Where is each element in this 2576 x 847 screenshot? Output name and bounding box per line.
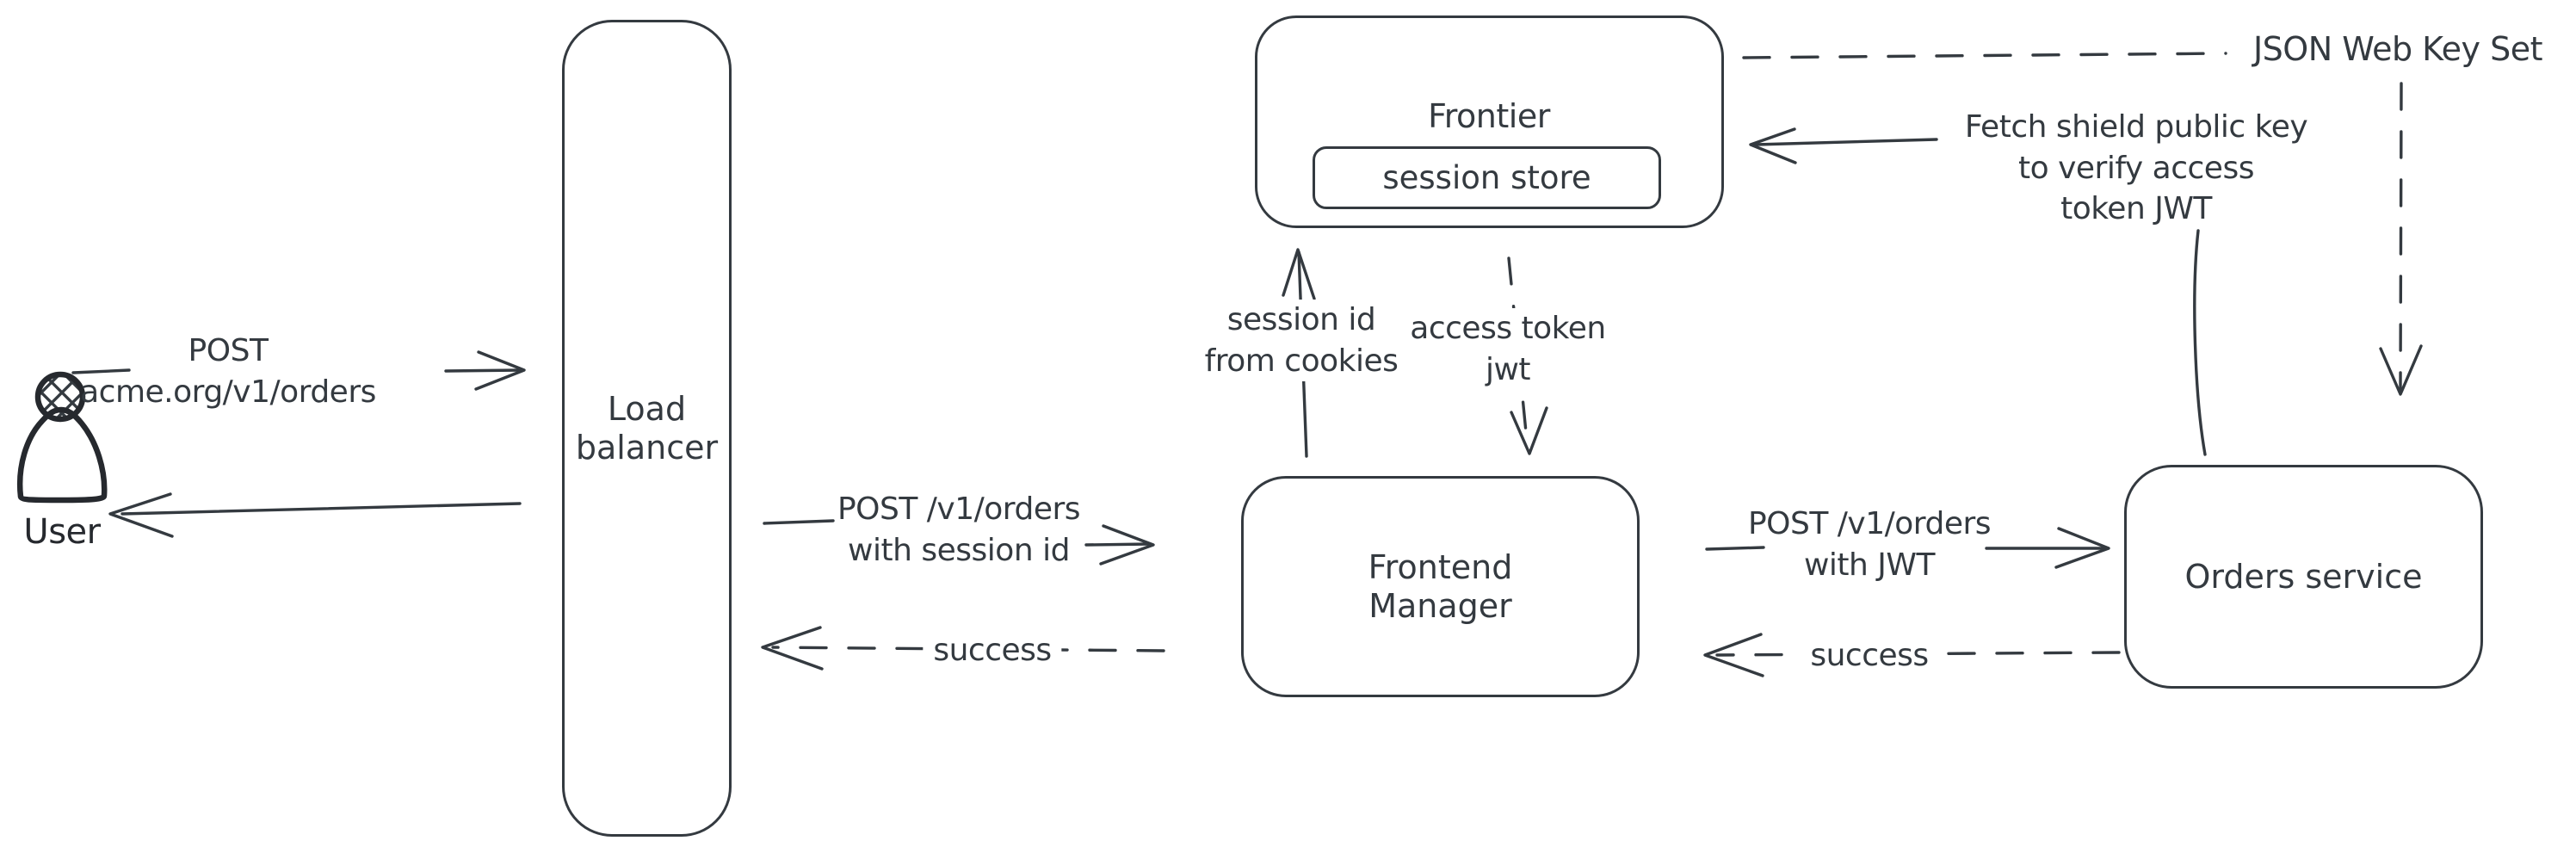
session-store-label: session store (1382, 158, 1591, 196)
edge-label-json-web-key-set: JSON Web Key Set (2252, 30, 2543, 68)
node-frontend-manager: Frontend Manager (1241, 476, 1640, 697)
load-balancer-label: Load balancer (575, 389, 719, 467)
node-load-balancer: Load balancer (562, 20, 732, 837)
arrow-user-to-load-balancer (71, 350, 526, 391)
node-frontier (1255, 15, 1724, 228)
edge-label-session-id-from-cookies: session id from cookies (1194, 300, 1409, 382)
user-figure-icon (16, 371, 108, 504)
frontier-label: Frontier (1428, 97, 1550, 135)
arrow-jwks-down-to-orders-service (2379, 82, 2423, 396)
node-orders-service: Orders service (2124, 465, 2483, 689)
edge-label-post-orders-session-id: POST /v1/orders with session id (837, 492, 1081, 568)
edge-label-access-token-jwt: access token jwt (1399, 308, 1616, 391)
frontend-manager-label: Frontend Manager (1368, 547, 1513, 625)
edge-label-success-left: success (923, 630, 1062, 671)
arrow-frontend-manager-to-orders-service (1705, 527, 2110, 569)
orders-service-label: Orders service (2184, 557, 2423, 596)
node-session-store: session store (1313, 146, 1661, 209)
edge-label-fetch-shield-public-key: Fetch shield public key to verify access… (1964, 109, 2308, 227)
edge-label-post-orders-jwt: POST /v1/orders with JWT (1747, 506, 1992, 583)
arrow-orders-service-to-frontier-fetch-key (1749, 127, 2207, 456)
line-jwks-horizontal (1742, 52, 2227, 59)
arrow-load-balancer-to-frontend-manager (763, 519, 1155, 566)
edge-label-success-right: success (1800, 635, 1939, 677)
user-label: User (23, 512, 101, 552)
arrow-load-balancer-to-user (108, 492, 522, 538)
edge-label-post-acme-org: POST acme.org/v1/orders (80, 333, 376, 410)
